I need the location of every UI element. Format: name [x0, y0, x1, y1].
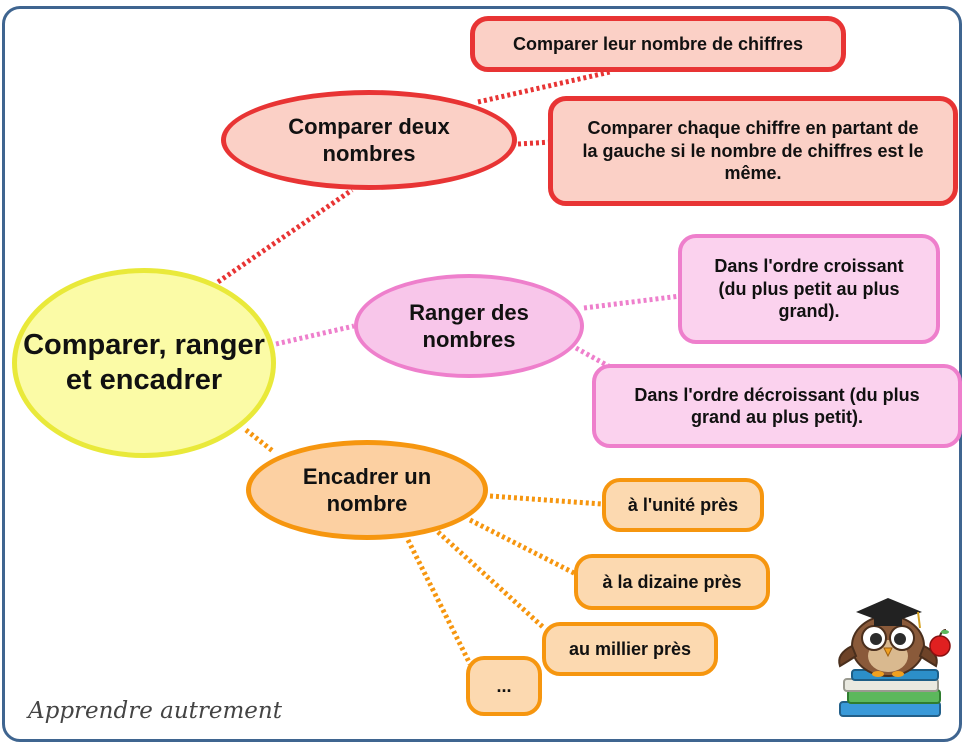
frame-tens-label: à la dizaine près	[602, 571, 742, 592]
frame-thousand: au millier près	[542, 622, 718, 676]
branch-frame-label: Encadrer un nombre	[302, 463, 432, 517]
order-ascending-label: Dans l'ordre croissant (du plus petit au…	[714, 256, 904, 322]
connector-center-frame	[244, 428, 276, 454]
branch-order: Ranger des nombres	[354, 274, 584, 378]
connector-center-compare	[216, 187, 354, 285]
central-topic: Comparer, ranger et encadrer	[12, 268, 276, 458]
owl-graduate-icon	[838, 598, 951, 717]
connector-order-asc	[583, 293, 681, 311]
frame-more: ...	[466, 656, 542, 716]
owl-body-icon	[838, 615, 938, 677]
central-topic-label: Comparer, ranger et encadrer	[23, 329, 265, 396]
footer-signature: Apprendre autrement	[28, 698, 282, 724]
graduation-cap-icon	[856, 598, 922, 629]
compare-from-left-label: Comparer chaque chiffre en partant de la…	[582, 118, 924, 184]
compare-digits-count: Comparer leur nombre de chiffres	[470, 16, 846, 72]
connector-frame-more	[405, 538, 473, 666]
branch-order-label: Ranger des nombres	[409, 299, 529, 353]
compare-digits-count-label: Comparer leur nombre de chiffres	[512, 33, 804, 54]
connector-compare-digits	[477, 69, 611, 105]
connector-compare-left	[517, 139, 553, 147]
branch-frame: Encadrer un nombre	[246, 440, 488, 540]
frame-unit-label: à l'unité près	[627, 494, 739, 515]
order-ascending: Dans l'ordre croissant (du plus petit au…	[678, 234, 940, 344]
connector-frame-tens	[468, 517, 578, 577]
order-descending-label: Dans l'ordre décroissant (du plus grand …	[634, 384, 920, 428]
frame-unit: à l'unité près	[602, 478, 764, 532]
footer-signature-text: Apprendre autrement	[28, 698, 282, 724]
connector-frame-unit	[489, 493, 603, 507]
connector-frame-thousand	[436, 530, 546, 630]
frame-more-label: ...	[496, 675, 512, 696]
order-descending: Dans l'ordre décroissant (du plus grand …	[592, 364, 962, 448]
frame-thousand-label: au millier près	[568, 638, 692, 659]
branch-compare: Comparer deux nombres	[221, 90, 517, 190]
branch-compare-label: Comparer deux nombres	[288, 113, 450, 167]
connector-order-desc	[574, 345, 614, 371]
compare-from-left: Comparer chaque chiffre en partant de la…	[548, 96, 958, 206]
frame-tens: à la dizaine près	[574, 554, 770, 610]
connector-center-order	[275, 323, 355, 347]
apple-icon	[929, 629, 951, 657]
